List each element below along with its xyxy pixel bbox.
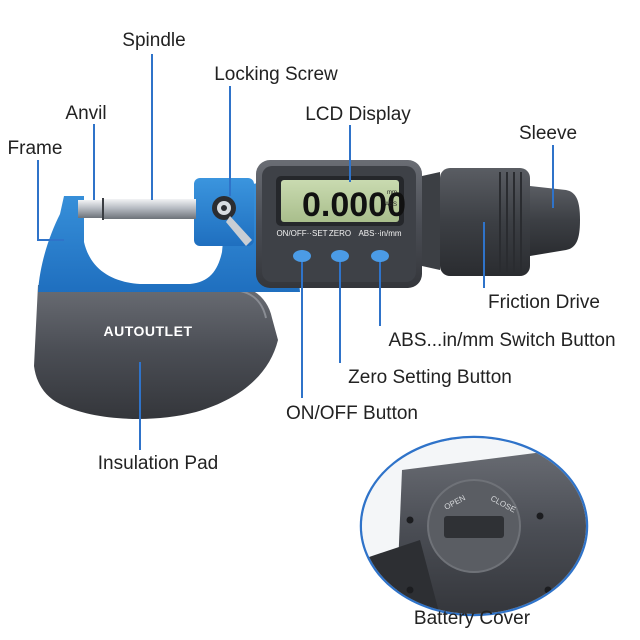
label-lcd-display: LCD Display — [305, 104, 411, 125]
on-off-set-label: ON/OFF··SET — [276, 229, 327, 238]
label-on-off-button: ON/OFF Button — [286, 403, 418, 424]
label-anvil: Anvil — [65, 103, 106, 124]
lcd-unit-mm: mm — [387, 190, 397, 196]
brand-logo: AUTOUTLET — [103, 323, 192, 339]
zero-label: ZERO — [329, 229, 351, 238]
spindle — [104, 199, 196, 219]
zero-button[interactable] — [331, 250, 349, 262]
battery-inset: OPEN CLOSE — [362, 438, 586, 614]
sleeve-collar — [422, 172, 440, 270]
label-frame: Frame — [8, 138, 63, 159]
thimble-knurling — [499, 172, 522, 272]
label-abs-switch-button: ABS...in/mm Switch Button — [388, 330, 615, 351]
lcd-unit-abs: ABS — [385, 202, 397, 208]
sleeve-end[interactable] — [530, 186, 580, 256]
label-friction-drive: Friction Drive — [488, 292, 600, 313]
label-insulation-pad: Insulation Pad — [98, 453, 218, 474]
abs-switch-button[interactable] — [371, 250, 389, 262]
label-battery-cover: Battery Cover — [414, 608, 531, 629]
locking-lever[interactable] — [226, 216, 252, 246]
on-off-button[interactable] — [293, 250, 311, 262]
anvil — [78, 200, 102, 218]
label-sleeve: Sleeve — [519, 123, 577, 144]
lcd-reading: 0.0000 — [302, 186, 406, 224]
label-zero-setting-button: Zero Setting Button — [348, 367, 512, 388]
leader-frame — [37, 160, 64, 241]
lcd-screen — [281, 180, 399, 222]
insulation-pad — [34, 285, 278, 419]
label-spindle: Spindle — [122, 30, 185, 51]
abs-in-mm-label: ABS··in/mm — [358, 229, 401, 238]
label-locking-screw: Locking Screw — [214, 64, 338, 85]
